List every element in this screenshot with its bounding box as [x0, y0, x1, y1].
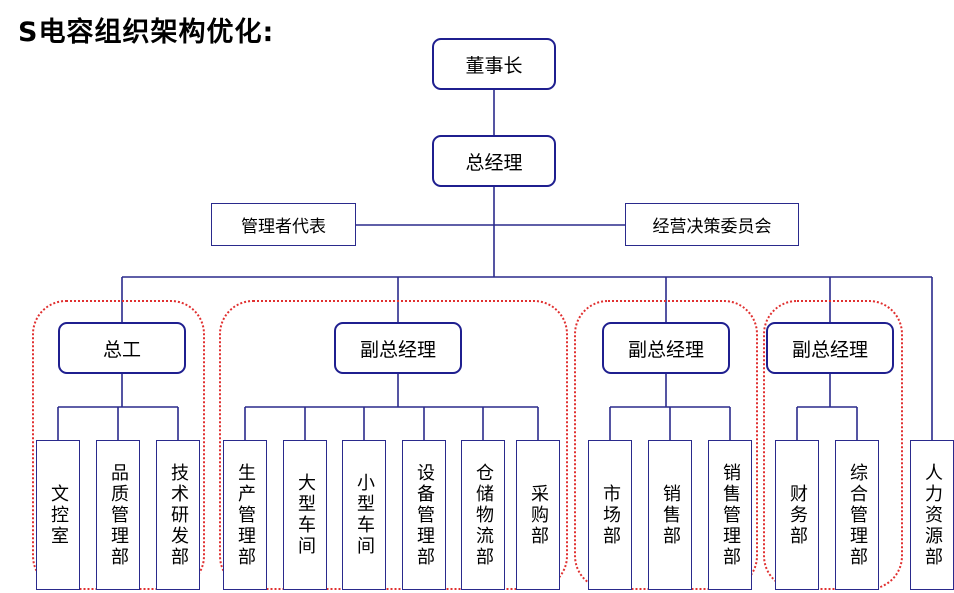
dept-label: 综合管理部 — [847, 462, 868, 568]
dept-box: 小型车间 — [342, 440, 386, 590]
vp-production-box: 副总经理 — [334, 322, 462, 374]
dept-label: 仓储物流部 — [473, 462, 494, 568]
dept-label: 技术研发部 — [168, 462, 189, 568]
dept-label: 文控室 — [48, 483, 69, 547]
hr-dept-label: 人力资源部 — [922, 462, 943, 568]
page-title: S电容组织架构优化: — [18, 17, 275, 48]
dept-box: 设备管理部 — [402, 440, 446, 590]
decision-committee-box: 经营决策委员会 — [625, 203, 799, 246]
dept-label: 市场部 — [600, 483, 621, 547]
dept-label: 品质管理部 — [108, 462, 129, 568]
dept-label: 销售部 — [660, 483, 681, 547]
dept-label: 设备管理部 — [414, 462, 435, 568]
dept-box: 品质管理部 — [96, 440, 140, 590]
dept-label: 采购部 — [528, 483, 549, 547]
chief-engineer-box: 总工 — [58, 322, 186, 374]
group-outline-vp-production — [219, 300, 568, 590]
dept-box: 综合管理部 — [835, 440, 879, 590]
decision-committee-label: 经营决策委员会 — [652, 217, 772, 237]
dept-label: 大型车间 — [295, 473, 316, 557]
dept-label: 生产管理部 — [235, 462, 256, 568]
dept-box: 销售部 — [648, 440, 692, 590]
dept-label: 销售管理部 — [720, 462, 741, 568]
general-manager-label: 总经理 — [465, 151, 523, 174]
vp-finance-box: 副总经理 — [766, 322, 894, 374]
dept-box: 销售管理部 — [708, 440, 752, 590]
branch-head-label: 副总经理 — [791, 338, 868, 361]
dept-box: 大型车间 — [283, 440, 327, 590]
dept-box: 财务部 — [775, 440, 819, 590]
dept-box: 生产管理部 — [223, 440, 267, 590]
dept-box: 文控室 — [36, 440, 80, 590]
chairman-box: 董事长 — [432, 38, 556, 90]
vp-sales-box: 副总经理 — [602, 322, 730, 374]
dept-box: 仓储物流部 — [461, 440, 505, 590]
management-representative-box: 管理者代表 — [211, 203, 356, 246]
branch-head-label: 副总经理 — [359, 338, 436, 361]
hr-dept-box: 人力资源部 — [910, 440, 954, 590]
dept-box: 市场部 — [588, 440, 632, 590]
dept-label: 财务部 — [787, 483, 808, 547]
chairman-label: 董事长 — [465, 54, 523, 77]
branch-head-label: 副总经理 — [627, 338, 704, 361]
dept-box: 技术研发部 — [156, 440, 200, 590]
group-outline-vp-finance — [763, 300, 903, 590]
branch-head-label: 总工 — [102, 338, 141, 361]
dept-box: 采购部 — [516, 440, 560, 590]
management-representative-label: 管理者代表 — [241, 217, 326, 237]
dept-label: 小型车间 — [354, 473, 375, 557]
general-manager-box: 总经理 — [432, 135, 556, 187]
